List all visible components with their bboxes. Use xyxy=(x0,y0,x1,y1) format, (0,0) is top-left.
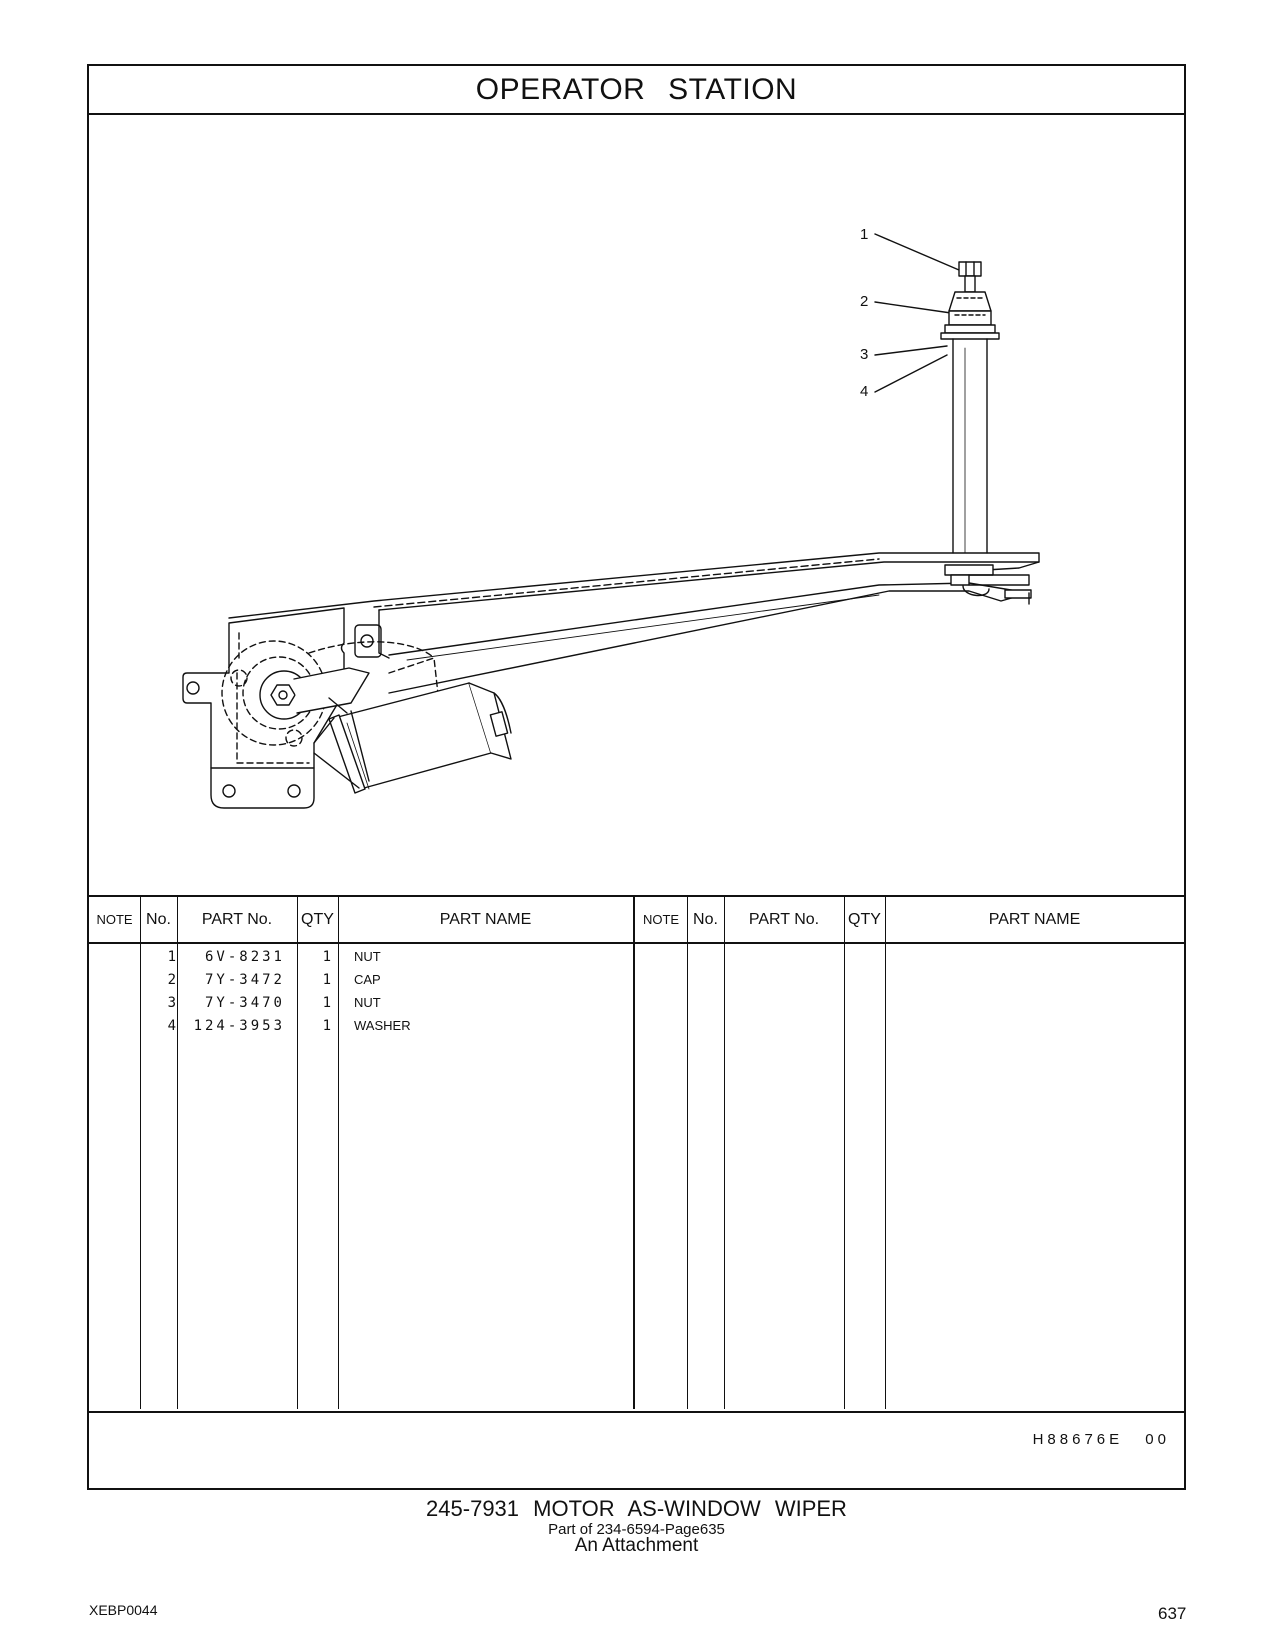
col-divider xyxy=(338,897,339,1409)
header-no-right: No. xyxy=(693,911,718,928)
spindle-assembly xyxy=(940,261,1000,554)
mounting-bracket xyxy=(228,552,1040,694)
col-divider xyxy=(724,897,725,1409)
header-qty-right: QTY xyxy=(848,911,881,928)
parts-list-table: NOTE No. PART No. QTY PART NAME NOTE No.… xyxy=(89,895,1184,1413)
header-part-no-left: PART No. xyxy=(201,911,273,928)
part-number: 7Y-3470 xyxy=(204,995,285,1011)
document-id: XEBP0044 xyxy=(89,1602,158,1618)
callout-3: 3 xyxy=(860,346,868,363)
header-part-name-left: PART NAME xyxy=(439,911,532,928)
table-row: 4 124-3953 1 WASHER xyxy=(89,1018,1184,1041)
assembly-caption: 245-7931 MOTOR AS-WINDOW WIPER xyxy=(426,1496,847,1521)
section-title: OPERATOR STATION xyxy=(89,66,1184,115)
col-divider xyxy=(687,897,688,1409)
part-name: NUT xyxy=(354,949,381,964)
parts-page-frame: OPERATOR STATION 1 2 3 4 xyxy=(87,64,1186,1490)
parts-table-header: NOTE No. PART No. QTY PART NAME NOTE No.… xyxy=(89,897,1184,944)
header-part-no-right: PART No. xyxy=(748,911,820,928)
part-number: 124-3953 xyxy=(193,1018,285,1034)
header-note-left: NOTE xyxy=(96,912,133,927)
wiper-motor-body xyxy=(313,682,512,794)
crank-pivot-nut xyxy=(259,667,370,720)
col-divider xyxy=(885,897,886,1409)
part-name: NUT xyxy=(354,995,381,1010)
header-qty-left: QTY xyxy=(301,911,334,928)
quantity: 1 xyxy=(322,995,331,1011)
wiper-motor-illustration: 1 2 3 4 xyxy=(89,113,1184,895)
col-divider xyxy=(140,897,141,1409)
motor-bracket xyxy=(182,607,382,809)
part-name: WASHER xyxy=(354,1018,411,1033)
header-note-right: NOTE xyxy=(642,912,680,927)
part-number: 6V-8231 xyxy=(204,949,285,965)
col-divider xyxy=(844,897,845,1409)
part-number: 7Y-3472 xyxy=(204,972,285,988)
illustration-reference: H88676E 00 xyxy=(1032,1431,1170,1448)
header-part-name-right: PART NAME xyxy=(988,911,1081,928)
row-number: 1 xyxy=(167,949,176,965)
callout-1: 1 xyxy=(860,226,868,243)
row-number: 2 xyxy=(167,972,176,988)
leader-lines xyxy=(874,233,960,393)
row-number: 4 xyxy=(167,1018,176,1034)
attachment-caption: An Attachment xyxy=(574,1535,699,1556)
col-divider xyxy=(177,897,178,1409)
table-row: 3 7Y-3470 1 NUT xyxy=(89,995,1184,1018)
center-divider xyxy=(633,897,635,1409)
header-no-left: No. xyxy=(146,911,171,928)
col-divider xyxy=(297,897,298,1409)
callout-4: 4 xyxy=(860,383,868,400)
page-number: 637 xyxy=(1158,1604,1187,1623)
callout-2: 2 xyxy=(860,293,868,310)
part-name: CAP xyxy=(354,972,381,987)
quantity: 1 xyxy=(322,972,331,988)
part-of-caption: Part of 234-6594-Page635 xyxy=(548,1521,725,1538)
quantity: 1 xyxy=(322,949,331,965)
table-row: 2 7Y-3472 1 CAP xyxy=(89,972,1184,995)
table-row: 1 6V-8231 1 NUT xyxy=(89,949,1184,972)
exploded-view-drawing: 1 2 3 4 xyxy=(182,226,1040,809)
quantity: 1 xyxy=(322,1018,331,1034)
row-number: 3 xyxy=(167,995,176,1011)
